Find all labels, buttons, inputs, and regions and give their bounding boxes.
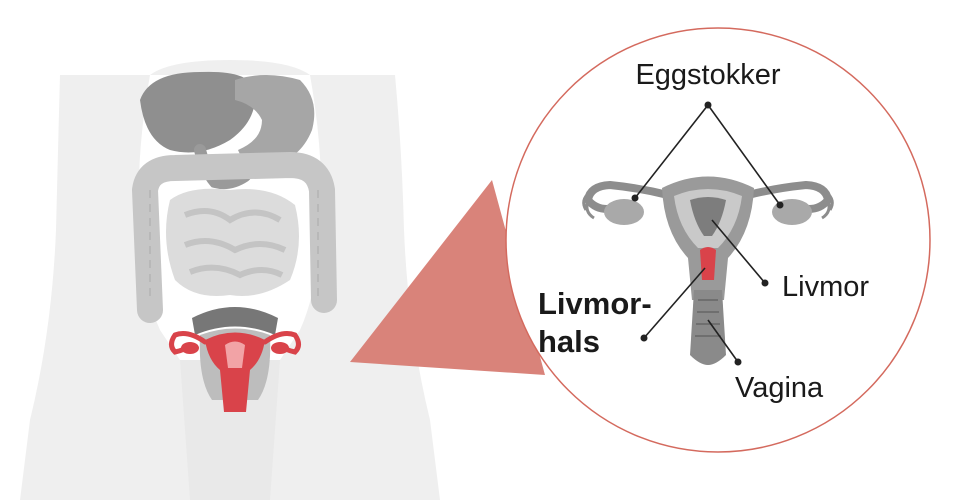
label-cervix-line1: Livmor- [538, 286, 652, 321]
label-vagina: Vagina [735, 372, 824, 404]
callout-wedge [350, 180, 545, 375]
reproductive-organs-enlarged [582, 176, 834, 365]
label-cervix-line2: hals [538, 324, 600, 359]
reproductive-organs-small [169, 331, 301, 412]
label-uterus: Livmor [782, 271, 869, 303]
leader-dots [631, 101, 784, 366]
leader-lines [634, 104, 781, 363]
label-ovaries: Eggstokker [635, 59, 780, 91]
